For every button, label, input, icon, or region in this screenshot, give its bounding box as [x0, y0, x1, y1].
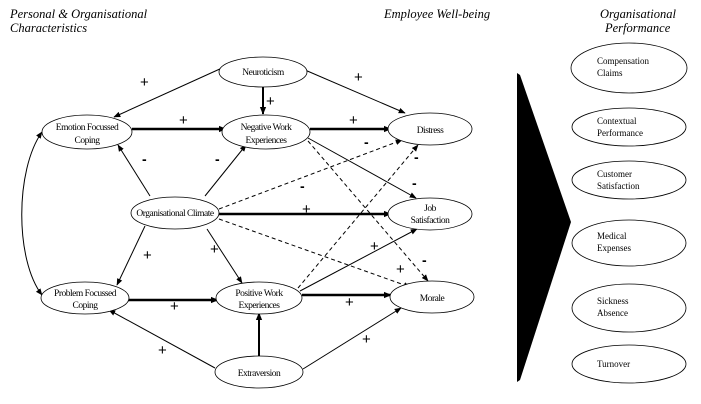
node-label: Job: [424, 204, 436, 214]
edge-climate-negative: [204, 144, 247, 197]
edge-signs: + + + + + - - - - - - + + + + + - + + + …: [140, 69, 427, 359]
sign-climate-morale: +: [396, 261, 405, 278]
heading-line: Personal & Organisational: [10, 7, 148, 21]
node-label: Extraversion: [238, 369, 281, 379]
sign-extraversion-problem: +: [158, 342, 167, 359]
sign-negative-morale: -: [422, 252, 427, 268]
node-distress: Distress: [387, 112, 473, 146]
node-problem-focussed-coping: Problem Focussed Coping: [40, 281, 130, 315]
outcome-customer-satisfaction: Customer Satisfaction: [571, 160, 687, 200]
edge-emotion-problem-correlation: [21, 131, 43, 296]
outcome-label: Satisfaction: [597, 181, 640, 191]
sign-extraversion-morale: +: [362, 331, 371, 348]
node-morale: Morale: [389, 280, 475, 314]
node-label: Negative Work: [241, 123, 293, 133]
heading-line: Performance: [605, 21, 671, 35]
node-label: Neuroticism: [242, 68, 285, 78]
node-label: Positive Work: [235, 289, 283, 299]
outcome-label: Performance: [597, 128, 643, 138]
outcomes: Compensation Claims Contextual Performan…: [570, 42, 688, 384]
outcome-label: Medical: [597, 231, 627, 241]
sign-neuroticism-distress: +: [354, 69, 363, 86]
edge-positive-jobsat: [299, 228, 418, 292]
edge-positive-distress: [297, 144, 419, 289]
node-job-satisfaction: Job Satisfaction: [387, 197, 473, 231]
node-negative-work-experiences: Negative Work Experiences: [221, 114, 311, 150]
node-label: Morale: [420, 294, 445, 304]
node-emotion-focussed-coping: Emotion Focussed Coping: [41, 114, 133, 150]
sign-positive-morale: +: [345, 294, 354, 311]
node-label: Emotion Focussed: [56, 123, 119, 133]
outcome-label: Sickness: [597, 296, 629, 306]
sign-positive-jobsat: +: [370, 238, 379, 255]
heading-personal-organisational: Personal & Organisational Characteristic…: [10, 7, 147, 35]
edge-climate-positive: [206, 228, 243, 284]
edge-climate-emotion: [117, 144, 151, 197]
sign-negative-distress: +: [349, 112, 358, 129]
sign-climate-distress: -: [300, 178, 305, 194]
heading-line: Organisational: [600, 7, 676, 21]
node-label: Problem Focussed: [54, 289, 117, 299]
node-label: Experiences: [246, 136, 288, 146]
heading-employee-wellbeing: Employee Well-being: [384, 7, 491, 21]
outcome-label: Absence: [597, 308, 628, 318]
sign-emotion-negative: +: [179, 112, 188, 129]
node-label: Coping: [75, 136, 101, 146]
sign-negative-jobsat-2: -: [412, 175, 417, 191]
node-label: Distress: [417, 126, 444, 136]
edge-negative-jobsat: [307, 137, 417, 199]
sign-climate-negative: -: [215, 151, 220, 167]
sign-positive-distress: -: [414, 149, 419, 165]
sign-climate-positive: +: [210, 241, 219, 258]
node-label: Experiences: [239, 301, 281, 311]
node-label: Organisational Climate: [136, 209, 213, 219]
sign-neuroticism-negative: +: [266, 93, 275, 110]
edge-neuroticism-distress: [304, 69, 406, 114]
outcome-contextual-performance: Contextual Performance: [571, 107, 687, 147]
edge-extraversion-problem: [108, 309, 216, 369]
node-neuroticism: Neuroticism: [218, 56, 308, 88]
node-organisational-climate: Organisational Climate: [130, 196, 220, 230]
outcome-turnover: Turnover: [571, 344, 687, 384]
sign-climate-emotion: -: [142, 151, 147, 167]
edge-climate-distress: [218, 139, 403, 210]
outcome-label: Compensation: [597, 56, 649, 66]
big-arrow-shape: [517, 73, 571, 382]
edge-neuroticism-emotion: [113, 67, 223, 118]
outcome-medical-expenses: Medical Expenses: [571, 219, 687, 267]
node-label: Coping: [73, 301, 99, 311]
outcome-label: Expenses: [597, 243, 631, 253]
heading-line: Characteristics: [10, 21, 88, 35]
outcome-label: Claims: [597, 68, 623, 78]
outcome-compensation-claims: Compensation Claims: [570, 42, 688, 94]
sign-problem-positive: +: [170, 298, 179, 315]
outcome-label: Customer: [597, 169, 632, 179]
sign-negative-jobsat: -: [364, 134, 369, 150]
sign-climate-problem: +: [143, 247, 152, 264]
outcome-label: Contextual: [597, 116, 637, 126]
node-extraversion: Extraversion: [214, 355, 304, 389]
nodes: Neuroticism Emotion Focussed Coping Nega…: [40, 56, 475, 389]
edges: [21, 67, 429, 370]
sign-neuroticism-emotion: +: [140, 74, 149, 91]
node-positive-work-experiences: Positive Work Experiences: [215, 281, 303, 315]
edge-climate-problem: [116, 225, 146, 286]
outcome-sickness-absence: Sickness Absence: [571, 283, 687, 333]
heading-organisational-performance: Organisational Performance: [600, 7, 676, 35]
outcome-label: Turnover: [597, 359, 630, 369]
sign-climate-jobsat: +: [302, 201, 311, 218]
edge-extraversion-morale: [302, 307, 402, 370]
node-label: Satisfaction: [411, 215, 451, 226]
edge-negative-morale: [307, 140, 429, 282]
edge-climate-morale: [218, 218, 411, 288]
